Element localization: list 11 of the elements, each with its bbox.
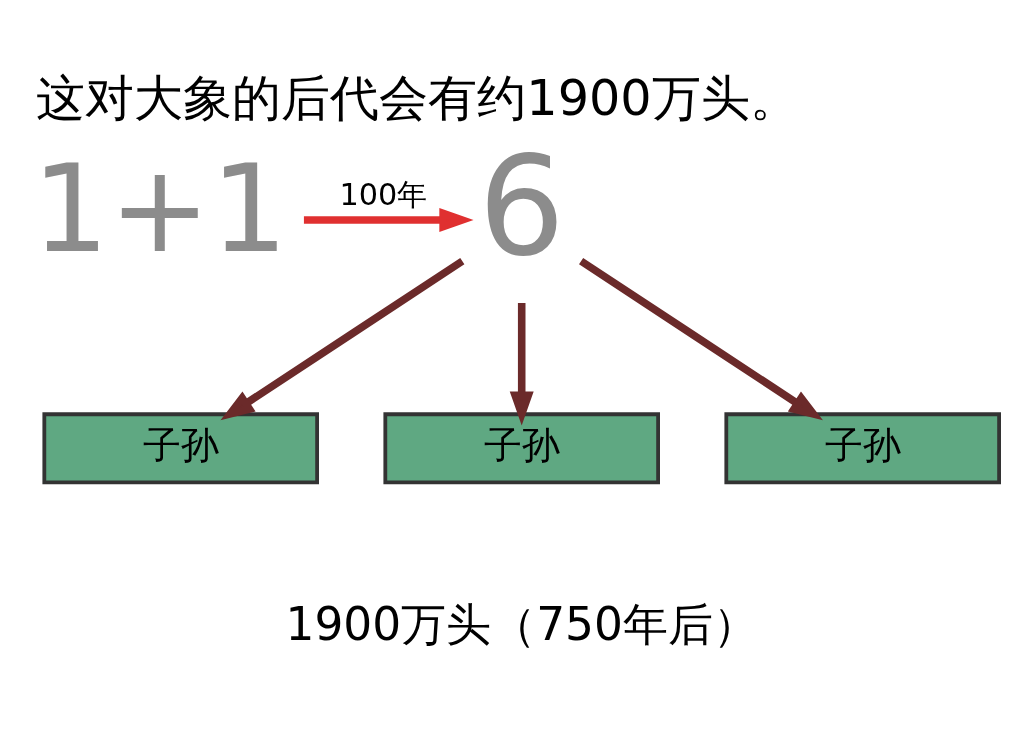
node-text: 6 [478,127,566,287]
arrow [303,208,474,233]
diagram-title: 这对大象的后代会有约1900万头。 [36,68,799,127]
arrow [579,257,823,421]
edge-label: 100年 [339,176,428,212]
node-box: 子孙 [383,412,660,485]
node-text: 1+1 [31,137,288,280]
label: 1900万头（750年后） [285,598,758,652]
node-box: 子孙 [724,412,1001,485]
arrow [220,257,465,421]
node-box: 子孙 [42,412,319,485]
